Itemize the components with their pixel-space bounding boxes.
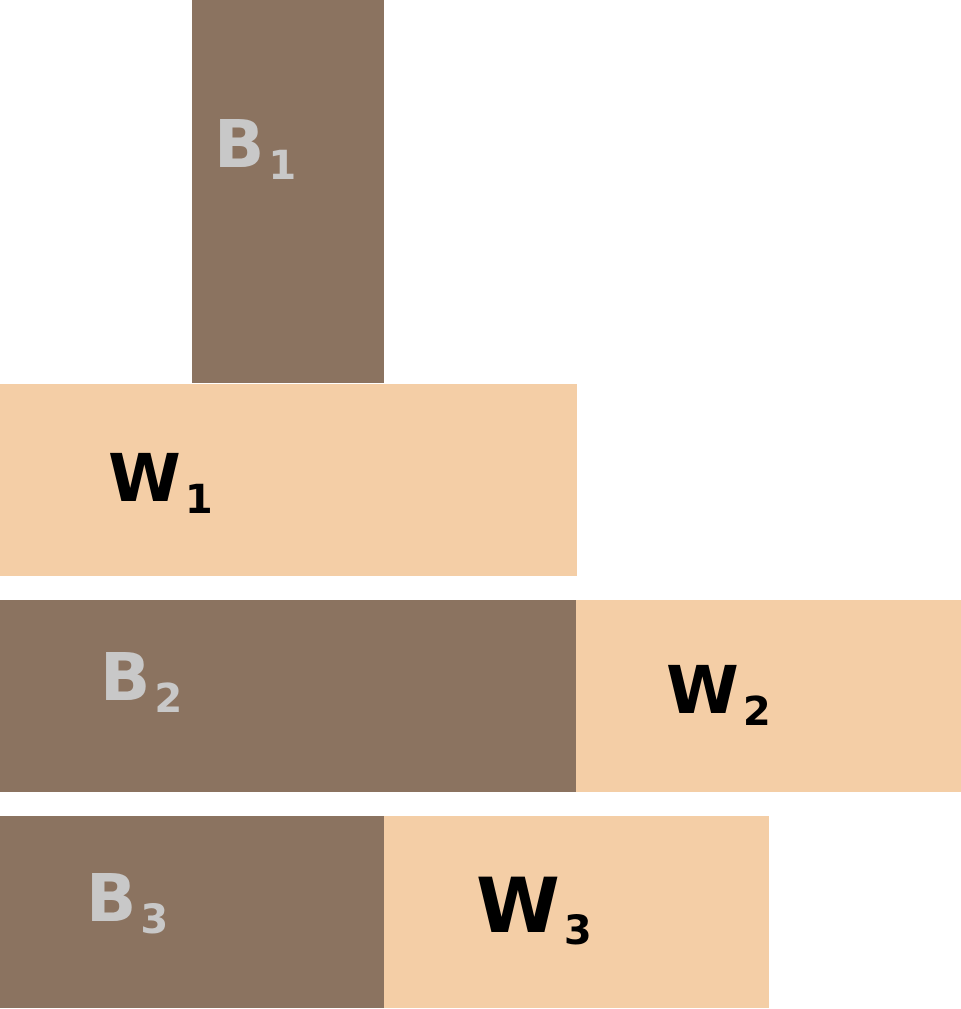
label-w1-sub: 1	[184, 477, 213, 523]
label-b1-sub: 1	[268, 143, 297, 189]
label-b2-sub: 2	[154, 676, 183, 722]
label-b2-letter: B	[100, 639, 151, 716]
label-w2-letter: W	[666, 652, 739, 729]
label-b3-sub: 3	[140, 897, 169, 943]
label-w3-letter: W	[476, 861, 560, 950]
label-b3-letter: B	[86, 860, 137, 937]
label-w3-sub: 3	[563, 908, 592, 954]
label-w2-sub: 2	[742, 689, 771, 735]
label-b1-letter: B	[214, 106, 265, 183]
label-w1-letter: W	[108, 440, 181, 517]
